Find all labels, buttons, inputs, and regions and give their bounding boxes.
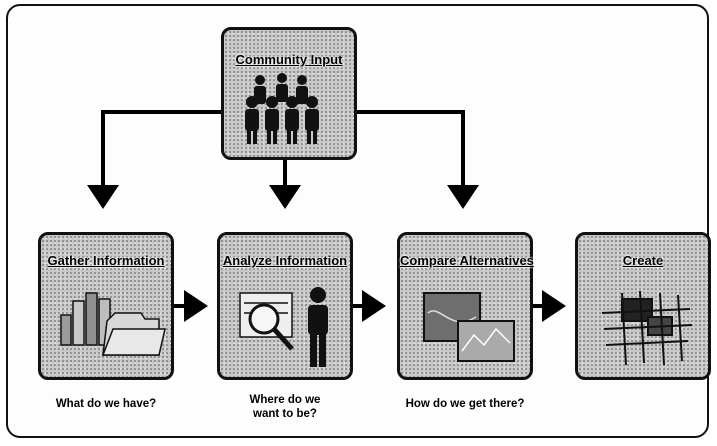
gather-information-box: Gather Information: [38, 232, 174, 380]
gather-caption: What do we have?: [55, 398, 157, 410]
maps-icon: [423, 292, 515, 362]
create-title: Create: [622, 253, 664, 268]
analyze-information-title: Analyze Information: [222, 253, 348, 268]
binders-folder-icon: [60, 292, 166, 356]
arrow-to-gather: [87, 110, 223, 209]
analyze-caption: Where do we want to be?: [217, 393, 353, 421]
arrow-to-compare: [355, 110, 479, 209]
compare-caption: How do we get there?: [405, 398, 525, 410]
gather-information-title: Gather Information: [47, 253, 165, 268]
community-input-box: Community Input: [221, 27, 357, 160]
community-feed-arrows: [87, 110, 479, 209]
magnifier-person-icon: [239, 287, 328, 367]
street-grid-icon: [601, 290, 693, 366]
analyze-caption-line1: Where do we: [249, 394, 321, 406]
analyze-information-box: Analyze Information: [217, 232, 353, 380]
people-group-icon: [245, 73, 319, 144]
analyze-caption-line2: want to be?: [253, 408, 317, 420]
create-box: Create: [575, 232, 711, 380]
community-input-title: Community Input: [235, 52, 343, 67]
compare-alternatives-title: Compare Alternatives: [400, 253, 534, 268]
compare-alternatives-box: Compare Alternatives: [397, 232, 534, 380]
